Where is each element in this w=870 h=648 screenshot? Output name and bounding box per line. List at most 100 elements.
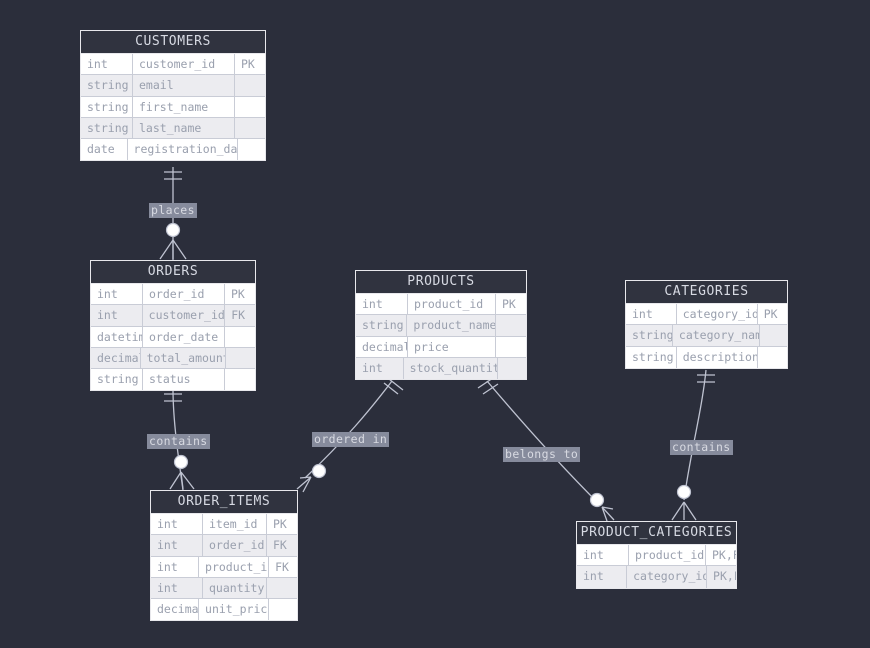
attribute-type: string xyxy=(356,315,408,337)
attribute-name: unit_price xyxy=(199,599,270,621)
attribute-name: total_amount xyxy=(140,347,227,370)
attribute-type: int xyxy=(81,54,133,76)
attribute-name: status xyxy=(143,369,225,391)
attribute-key: PK xyxy=(757,304,787,326)
attribute-type: string xyxy=(81,75,133,97)
attribute-key xyxy=(225,369,255,391)
attribute-key: FK xyxy=(267,535,297,557)
attribute-type: string xyxy=(626,325,673,347)
edge-contains-product-categories[interactable] xyxy=(671,369,715,521)
attribute-type: int xyxy=(151,577,203,600)
attribute-name: product_name xyxy=(407,315,497,337)
cardinality-many-crowsfoot xyxy=(169,471,195,490)
attribute-name: product_id xyxy=(408,294,496,316)
attribute-type: decimal xyxy=(91,347,141,370)
attribute-row: datetimeorder_date xyxy=(91,326,255,348)
attribute-key xyxy=(226,347,255,370)
attribute-type: datetime xyxy=(91,326,143,348)
attribute-type: decimal xyxy=(356,336,408,358)
attribute-key: PK xyxy=(225,284,255,306)
attribute-type: string xyxy=(626,346,677,368)
cardinality-many-crowsfoot xyxy=(671,501,697,521)
attribute-key: PK xyxy=(267,514,297,536)
attribute-type: date xyxy=(81,139,128,161)
entity-title: ORDERS xyxy=(91,261,255,284)
relationship-label-ordered_in[interactable]: ordered in xyxy=(312,432,390,447)
attribute-key xyxy=(235,75,265,97)
attribute-key xyxy=(759,325,787,347)
attribute-name: category_name xyxy=(672,325,760,347)
attribute-name: customer_id xyxy=(142,305,226,327)
attribute-name: stock_quantity xyxy=(403,357,499,380)
attribute-row: decimalunit_price xyxy=(151,599,297,621)
attribute-name: item_id xyxy=(203,514,267,536)
cardinality-exactly-one xyxy=(477,377,499,395)
attribute-name: last_name xyxy=(133,117,235,140)
cardinality-zero-circle xyxy=(676,484,692,500)
cardinality-zero-circle xyxy=(173,454,189,470)
attribute-name: order_id xyxy=(143,284,225,306)
relationship-label-contains_pc[interactable]: contains xyxy=(670,440,733,455)
cardinality-many-crowsfoot xyxy=(296,476,312,493)
attribute-name: customer_id xyxy=(133,54,235,76)
attribute-name: registration_date xyxy=(127,139,238,161)
attribute-key xyxy=(498,357,526,380)
entity-title: CATEGORIES xyxy=(626,281,787,304)
entity-product_categories[interactable]: PRODUCT_CATEGORIESintproduct_idPK,FKintc… xyxy=(576,521,737,589)
attribute-name: email xyxy=(133,75,235,97)
attribute-name: product_id xyxy=(629,545,706,567)
attribute-key: PK xyxy=(235,54,265,76)
attribute-type: int xyxy=(356,294,408,316)
attribute-key xyxy=(496,336,526,358)
attribute-type: int xyxy=(577,566,628,588)
entity-title: PRODUCTS xyxy=(356,271,526,294)
edge-ordered-in[interactable] xyxy=(296,378,404,493)
attribute-key xyxy=(267,577,297,600)
entity-title: CUSTOMERS xyxy=(81,31,265,54)
attribute-key xyxy=(225,326,255,348)
attribute-type: int xyxy=(356,357,404,380)
attribute-key xyxy=(496,315,526,337)
attribute-name: product_id xyxy=(199,556,270,578)
relationship-label-contains_oi[interactable]: contains xyxy=(147,434,210,449)
relationship-label-belongs_to[interactable]: belongs to xyxy=(503,447,581,462)
attribute-name: category_id xyxy=(627,566,708,588)
attribute-type: int xyxy=(151,514,203,536)
attribute-key: FK xyxy=(225,305,256,327)
attribute-row: decimaltotal_amount xyxy=(91,347,255,370)
attribute-type: int xyxy=(626,304,677,326)
attribute-key xyxy=(269,599,297,621)
attribute-name: first_name xyxy=(133,96,235,118)
attribute-type: int xyxy=(151,556,200,578)
attribute-type: string xyxy=(81,96,133,118)
attribute-name: quantity xyxy=(203,577,267,600)
edge-contains-order-items[interactable] xyxy=(164,388,195,491)
attribute-type: decimal xyxy=(151,599,200,621)
attribute-type: int xyxy=(91,305,143,327)
entity-title: ORDER_ITEMS xyxy=(151,491,297,514)
attribute-key: FK xyxy=(269,556,297,578)
attribute-key xyxy=(237,139,265,161)
relationship-label-places[interactable]: places xyxy=(149,203,197,218)
